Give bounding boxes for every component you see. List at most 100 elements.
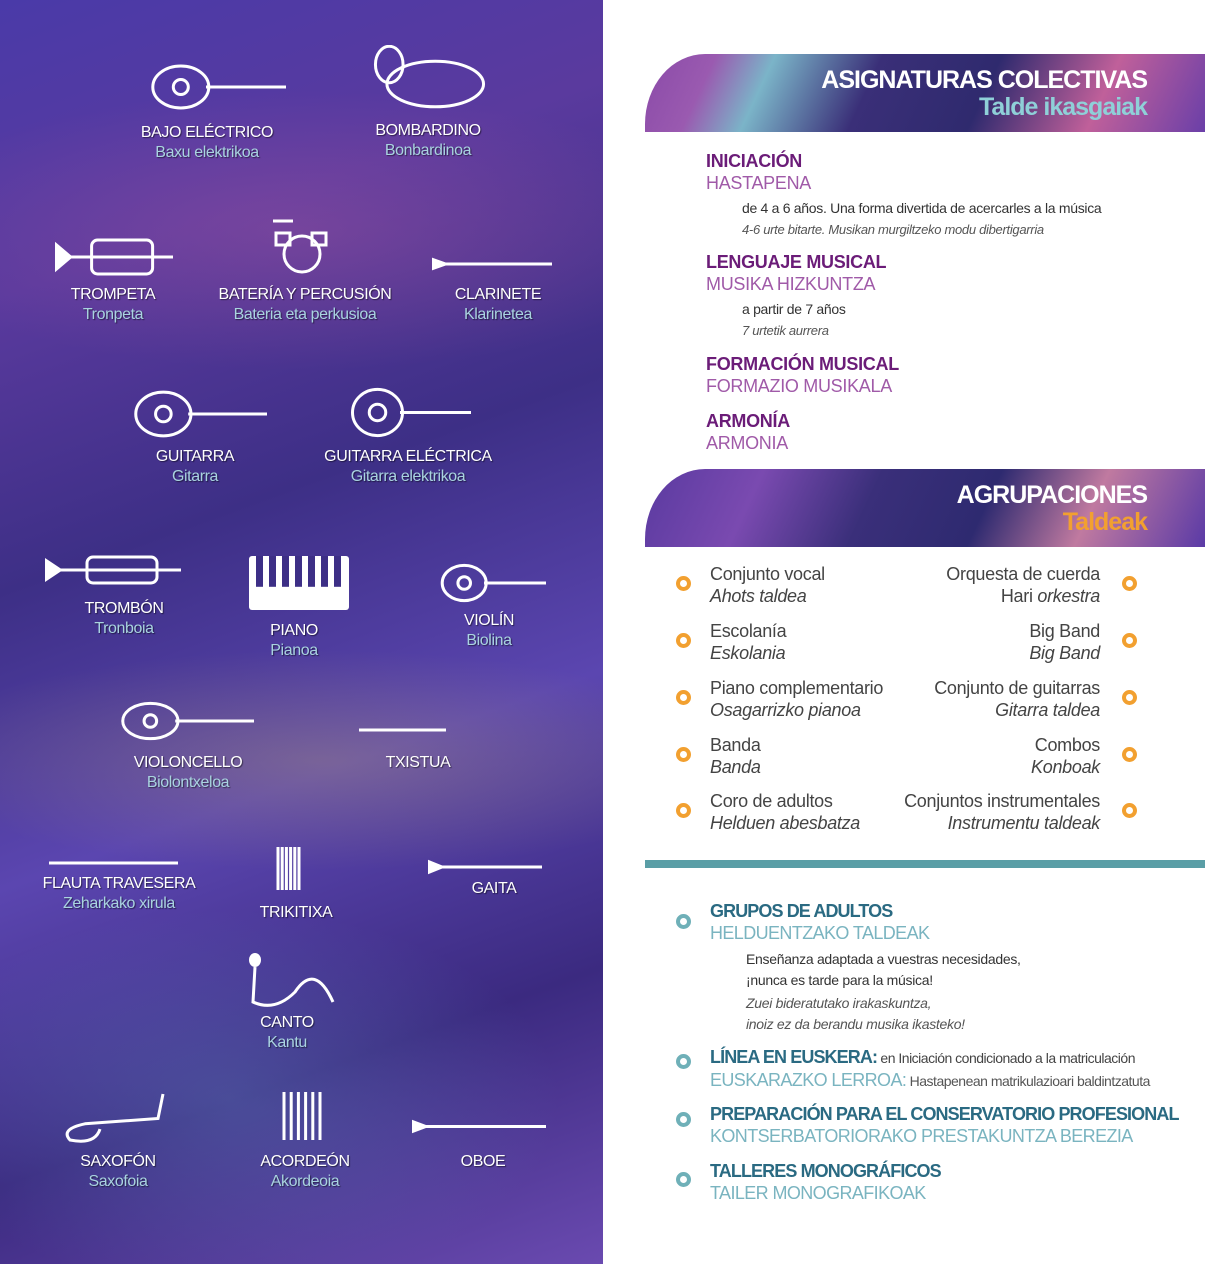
euskera-section: LÍNEA EN EUSKERA: en Iniciación condicio… — [710, 1046, 1150, 1092]
agrupaciones-title: AGRUPACIONES — [956, 481, 1148, 509]
agrupacion-name-es: Combos — [1034, 735, 1101, 755]
instrument-label: BAJO ELÉCTRICO Baxu elektrikoa — [140, 123, 274, 163]
euskera-eu-desc: Hastapenean matrikulazioari baldintzatut… — [906, 1073, 1151, 1089]
instrument-name-eu: Akordeoia — [270, 1173, 340, 1190]
oboe-icon — [412, 1118, 550, 1135]
agrupacion-name-eu: orkestra — [1037, 586, 1100, 606]
conservatorio-eu-title: KONTSERBATORIORAKO PRESTAKUNTZA BEREZIA — [710, 1126, 1133, 1146]
agrupacion-name-eu: Banda — [710, 757, 761, 777]
instrument-name-es: GUITARRA ELÉCTRICA — [324, 448, 492, 465]
instrument-name-es: TROMPETA — [70, 286, 156, 303]
bullet-ring-icon — [1122, 633, 1137, 648]
cello-icon — [120, 700, 258, 742]
piano-icon — [248, 555, 350, 611]
bullet-ring-icon — [676, 690, 691, 705]
instrument-name-eu: Saxofoia — [88, 1173, 148, 1190]
bullet-ring-icon — [676, 1054, 691, 1069]
agrupacion-name-eu: Helduen abesbatza — [710, 813, 861, 833]
euskera-desc: en Iniciación condicionado a la matricul… — [877, 1050, 1135, 1066]
instrument-name-es: TROMBÓN — [84, 600, 164, 617]
agrupacion-name-eu: Eskolania — [710, 643, 786, 663]
instrument-name-eu: Zeharkako xirula — [63, 895, 175, 912]
armonia-section: ARMONÍA ARMONIA — [706, 410, 790, 454]
instrument-name-es: GUITARRA — [155, 448, 235, 465]
agrupacion-name-es: Coro de adultos — [710, 791, 833, 811]
instrument-name-es: BATERÍA Y PERCUSIÓN — [218, 286, 392, 303]
euphonium-icon — [372, 44, 487, 110]
instrument-name-es: GAITA — [471, 880, 517, 897]
euskera-eu-title: EUSKARAZKO LERROA: — [710, 1070, 907, 1090]
divider — [645, 860, 1205, 868]
talleres-title: TALLERES MONOGRÁFICOS — [710, 1161, 942, 1181]
lenguaje-title: LENGUAJE MUSICAL — [706, 252, 887, 272]
iniciacion-desc: de 4 a 6 años. Una forma divertida de ac… — [742, 200, 1102, 216]
instrument-label: VIOLONCELLO Biolontxeloa — [134, 753, 243, 793]
instrument-name-eu: Klarinetea — [463, 306, 533, 323]
adultos-desc-2: ¡nunca es tarde para la música! — [746, 972, 933, 988]
instrument-name-eu: Baxu elektrikoa — [155, 144, 259, 161]
agrupacion-name-eu: Big Band — [1029, 643, 1100, 663]
instrument-name-eu: Biolontxeloa — [146, 774, 230, 791]
agrupacion-name-eu: Instrumentu taldeak — [947, 813, 1101, 833]
trombone-icon — [45, 555, 185, 585]
bullet-ring-icon — [676, 576, 691, 591]
instrument-name-es: BOMBARDINO — [375, 122, 481, 139]
bullet-ring-icon — [1122, 803, 1137, 818]
lenguaje-desc: a partir de 7 años — [742, 301, 846, 317]
instrument-name-es: VIOLÍN — [463, 612, 515, 629]
instrument-name-es: TXISTUA — [385, 754, 451, 771]
trikitixa-icon — [272, 845, 305, 892]
hizkuntza-title: MUSIKA HIZKUNTZA — [706, 274, 876, 294]
instrument-name-es: CANTO — [260, 1014, 314, 1031]
agrupacion-name-es: Conjuntos instrumentales — [904, 791, 1100, 811]
instrument-name-es: CLARINETE — [454, 286, 542, 303]
hastapena-title: HASTAPENA — [706, 173, 811, 193]
iniciacion-section: INICIACIÓN HASTAPENA de 4 a 6 años. Una … — [706, 150, 1102, 240]
euskera-title: LÍNEA EN EUSKERA: — [710, 1047, 878, 1067]
agrupacion-name-es: Banda — [710, 735, 761, 755]
agrupacion-name-eu: Gitarra taldea — [995, 700, 1100, 720]
flute-icon — [45, 858, 182, 868]
agrupacion-name-es: Conjunto de guitarras — [934, 678, 1100, 698]
agrupacion-name-es: Piano complementario — [710, 678, 884, 698]
instrument-label: GAITA — [472, 879, 517, 899]
instrument-name-es: VIOLONCELLO — [133, 754, 243, 771]
talleres-section: TALLERES MONOGRÁFICOS TAILER MONOGRAFIKO… — [710, 1160, 942, 1204]
instrument-name-eu: Tronboia — [94, 620, 154, 637]
instrument-name-es: PIANO — [270, 622, 318, 639]
agrupacion-name-eu-prefix: Hari — [1000, 586, 1038, 606]
saxophone-icon — [55, 1092, 168, 1145]
instrument-label: TROMBÓN Tronboia — [85, 599, 164, 639]
bullet-ring-icon — [676, 747, 691, 762]
bullet-ring-icon — [676, 914, 691, 929]
agrupacion-name-eu: Ahots taldea — [710, 586, 807, 606]
instrument-name-es: ACORDEÓN — [260, 1153, 350, 1170]
adultos-section: GRUPOS DE ADULTOS HELDUENTZAKO TALDEAK E… — [710, 900, 1021, 1035]
bullet-ring-icon — [1122, 747, 1137, 762]
agrupacion-name-es: Orquesta de cuerda — [946, 564, 1100, 584]
armonia-eu-title: ARMONIA — [706, 433, 788, 453]
colectivas-title: ASIGNATURAS COLECTIVAS — [821, 66, 1148, 94]
hastapena-desc: 4-6 urte bitarte. Musikan murgiltzeko mo… — [742, 222, 1044, 237]
iniciacion-title: INICIACIÓN — [706, 151, 803, 171]
bullet-ring-icon — [676, 1172, 691, 1187]
talleres-eu-title: TAILER MONOGRAFIKOAK — [710, 1183, 926, 1203]
armonia-title: ARMONÍA — [706, 411, 790, 431]
instrument-label: TXISTUA — [386, 753, 451, 773]
bullet-ring-icon — [1122, 576, 1137, 591]
instrument-name-es: BAJO ELÉCTRICO — [140, 124, 274, 141]
guitar-icon — [133, 388, 271, 440]
adultos-desc-1: Enseñanza adaptada a vuestras necesidade… — [746, 951, 1021, 967]
